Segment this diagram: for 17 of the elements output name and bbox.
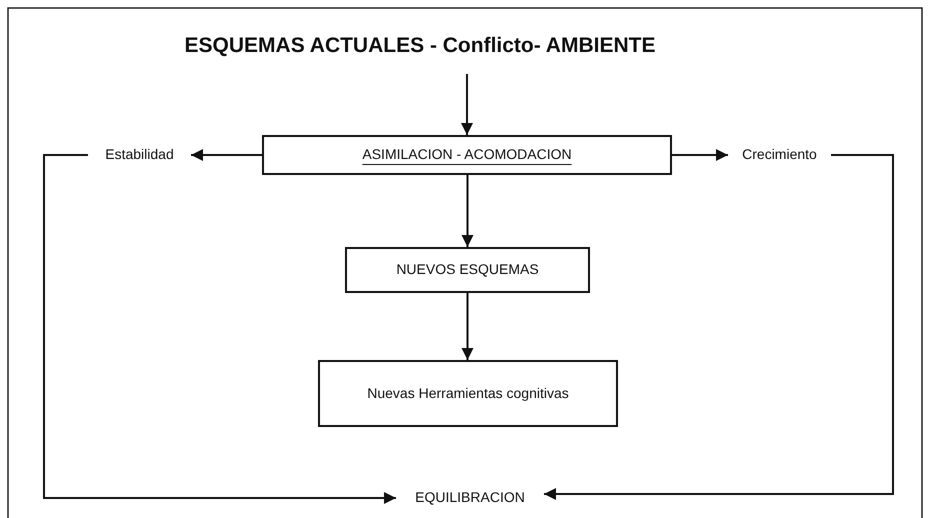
arrow: [191, 149, 262, 161]
box-label: ASIMILACION - ACOMODACION: [362, 146, 572, 164]
arrow: [544, 154, 894, 500]
box-label: NUEVOS ESQUEMAS: [396, 261, 539, 279]
process-box: [262, 135, 672, 175]
arrow: [461, 74, 473, 135]
node-label: Estabilidad: [105, 146, 174, 164]
node-label: Crecimiento: [742, 146, 817, 164]
box-label: Nuevas Herramientas cognitivas: [367, 384, 569, 402]
arrow: [462, 175, 474, 247]
arrow: [462, 293, 474, 360]
heading-text: ESQUEMAS ACTUALES - Conflicto- AMBIENTE: [184, 32, 656, 59]
process-box: [318, 360, 618, 427]
arrow: [43, 154, 396, 504]
process-box: [345, 247, 590, 293]
node-label: EQUILIBRACION: [415, 489, 525, 507]
arrow: [672, 149, 728, 161]
